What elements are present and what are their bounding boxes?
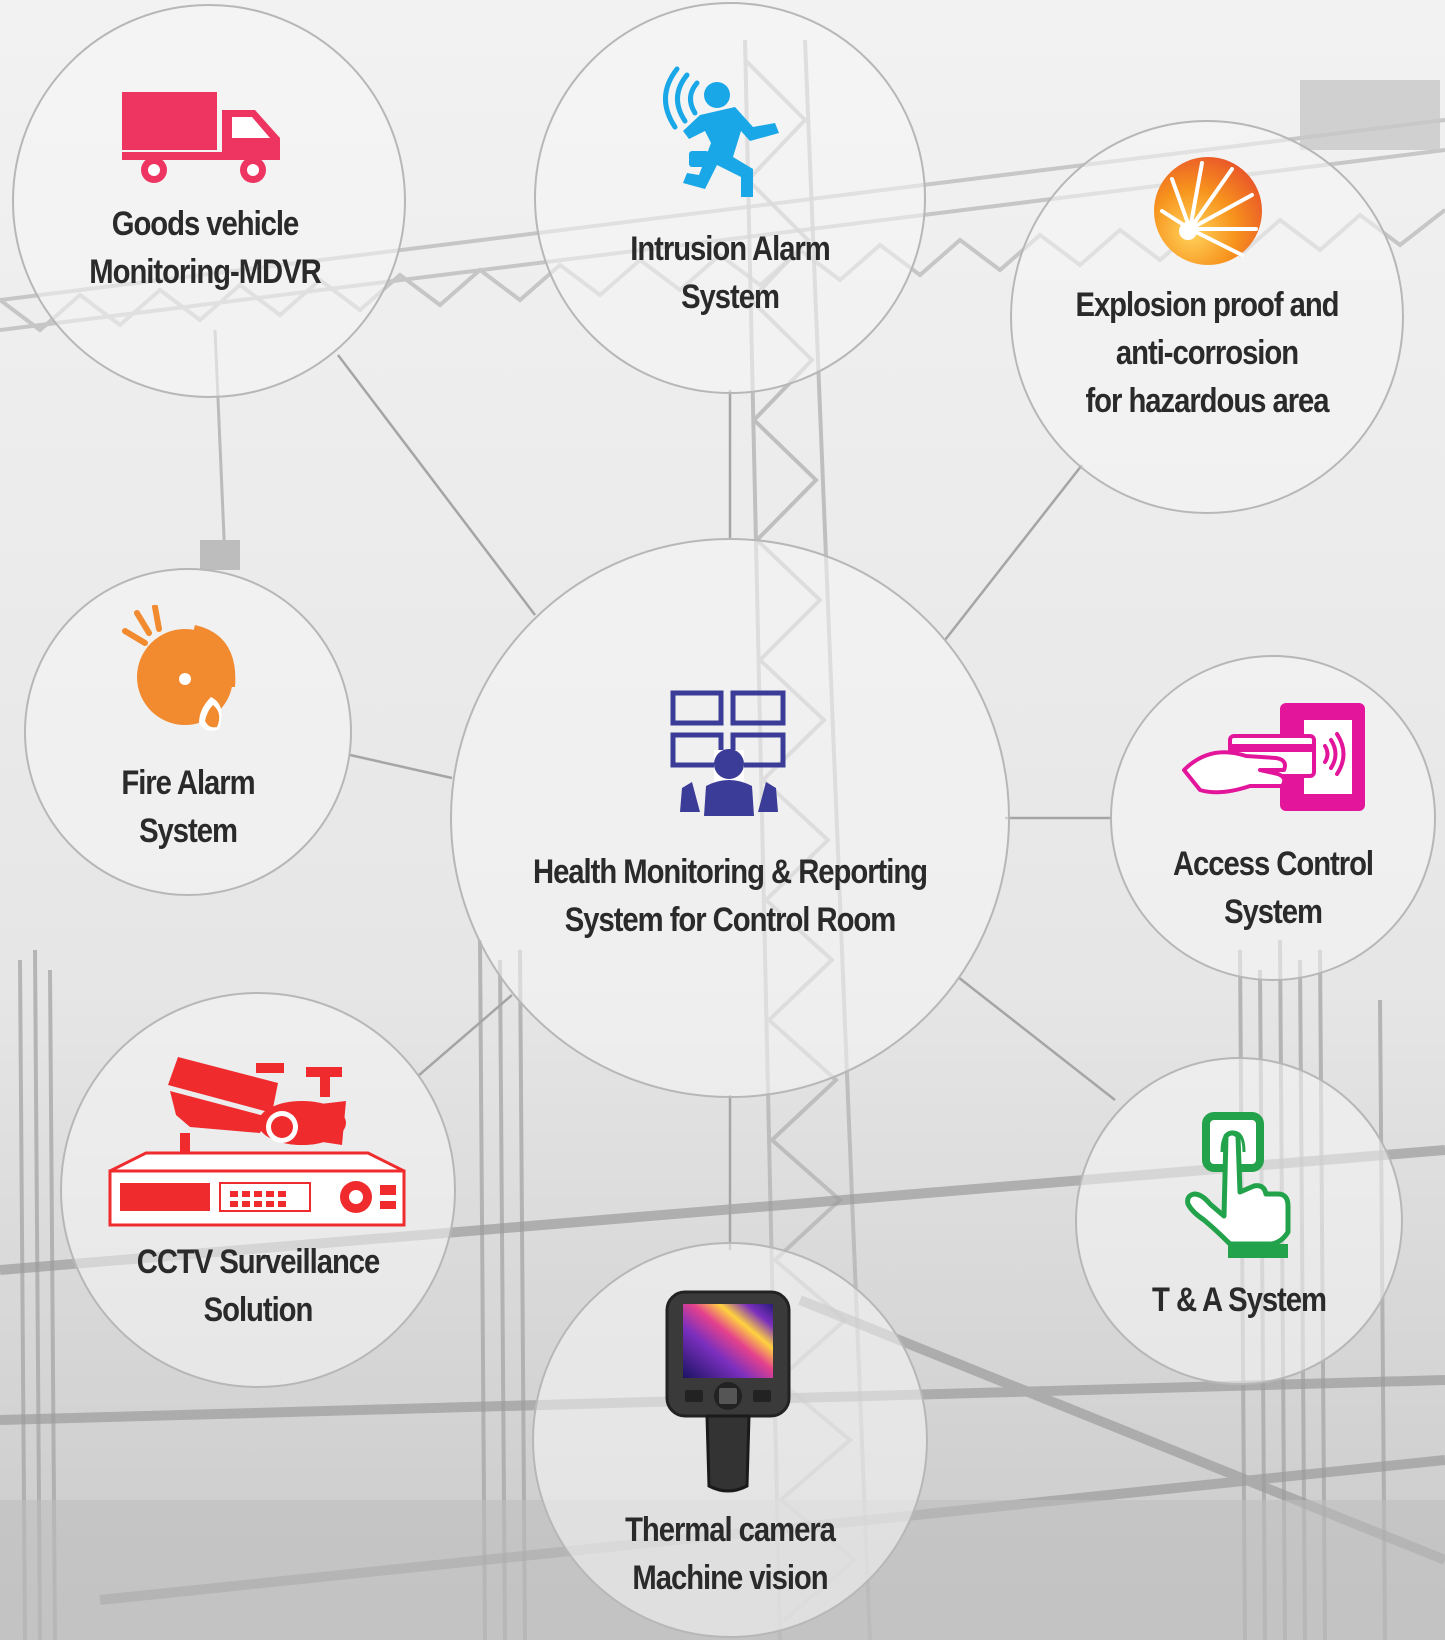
cctv-camera-nvr-icon bbox=[108, 1057, 406, 1227]
node-center-control-room bbox=[450, 538, 1010, 1098]
connector-goods-vehicle bbox=[337, 354, 536, 616]
node-goods-vehicle bbox=[12, 4, 406, 398]
fire-alarm-bell-icon bbox=[122, 605, 236, 731]
thermal-camera-icon bbox=[665, 1290, 791, 1493]
card-reader-icon bbox=[1182, 703, 1365, 811]
explosion-icon bbox=[1154, 157, 1262, 265]
control-room-monitor-wall-icon bbox=[670, 690, 786, 816]
node-fire-alarm bbox=[24, 568, 352, 896]
connector-t-and-a bbox=[957, 976, 1116, 1101]
fingerprint-touch-icon bbox=[1185, 1112, 1291, 1258]
node-intrusion-alarm bbox=[534, 2, 926, 394]
connector-cctv bbox=[417, 994, 513, 1077]
running-person-sensor-icon bbox=[663, 66, 779, 197]
label-t-and-a: T & A System bbox=[1152, 1281, 1327, 1319]
truck-icon bbox=[122, 92, 280, 183]
connector-explosion-proof bbox=[944, 464, 1083, 641]
node-access-control bbox=[1110, 655, 1436, 981]
connector-fire-alarm bbox=[349, 753, 453, 780]
